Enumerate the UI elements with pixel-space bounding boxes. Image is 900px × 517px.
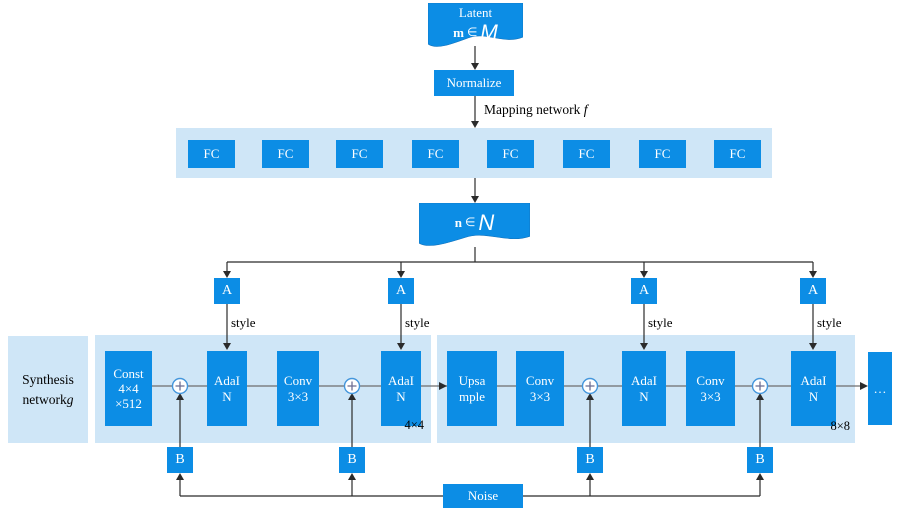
fc-box-3: FC (336, 140, 383, 168)
resolution-label-4x4: 4×4 (404, 418, 424, 432)
resolution-label-8x8: 8×8 (830, 419, 850, 433)
f-symbol: f (583, 102, 588, 117)
latent-title: Latent (458, 5, 493, 20)
fc-box-7: FC (639, 140, 686, 168)
normalize-box: Normalize (434, 70, 514, 96)
fc-box-2: FC (262, 140, 309, 168)
a-box-2: A (388, 278, 414, 304)
ellipsis-box: … (868, 352, 892, 425)
noise-box: Noise (443, 484, 523, 508)
style-label-2: style (405, 315, 430, 330)
style-label-1: style (231, 315, 256, 330)
const-box: Const 4×4 ×512 (105, 351, 152, 426)
synthesis-label-line1: Synthesis (22, 371, 74, 387)
fc-box-6: FC (563, 140, 610, 168)
fc-box-5: FC (487, 140, 534, 168)
wave-shape (419, 203, 530, 246)
style-label-4: style (817, 315, 842, 330)
synthesis-network-label-box: Synthesis networkg (8, 336, 88, 443)
w-formula: n∈N (454, 209, 495, 235)
latent-flag: Latent m∈M (428, 3, 523, 49)
synthesis-g-symbol: g (66, 391, 74, 407)
a-box-3: A (631, 278, 657, 304)
w-latent-flag: n∈N (419, 203, 530, 248)
synthesis-label-line2: networkg (22, 391, 74, 407)
wave-shape (428, 3, 523, 47)
b-box-1: B (167, 447, 193, 473)
style-label-3: style (648, 315, 673, 330)
b-box-4: B (747, 447, 773, 473)
a-box-1: A (214, 278, 240, 304)
mapping-network-label: Mapping network f (484, 102, 588, 117)
a-box-4: A (800, 278, 826, 304)
fc-box-8: FC (714, 140, 761, 168)
fc-box-4: FC (412, 140, 459, 168)
latent-formula: m∈M (453, 20, 498, 44)
b-box-3: B (577, 447, 603, 473)
b-box-2: B (339, 447, 365, 473)
fc-box-1: FC (188, 140, 235, 168)
